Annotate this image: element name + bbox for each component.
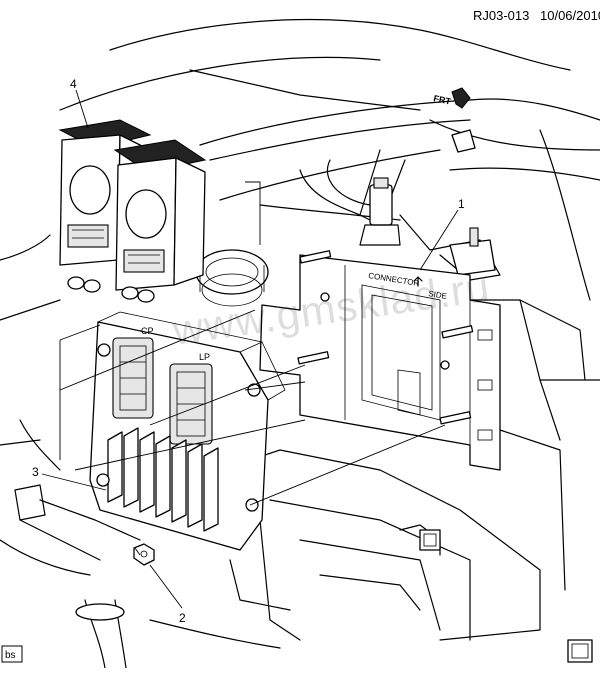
callout-3: 3	[32, 465, 107, 491]
arrow-up-icon	[413, 276, 423, 287]
callout-4-label: 4	[70, 77, 77, 91]
ecm-label-lp: LP	[199, 352, 210, 362]
assembly-guide-lines	[59, 181, 446, 556]
callout-2-label: 2	[179, 611, 186, 625]
footer-badge-label: bs	[5, 650, 16, 661]
footer-badge: bs	[1, 645, 23, 663]
mounting-nut	[133, 543, 155, 566]
front-direction-arrow: FRT	[433, 87, 471, 109]
diagram-id: RJ03-013	[473, 8, 529, 23]
bracket-text-side: SIDE	[428, 289, 448, 301]
callout-4: 4	[70, 77, 89, 129]
arrow-right-icon	[451, 87, 471, 109]
callout-1: 1	[419, 197, 465, 271]
engine-bay-background	[0, 19, 600, 669]
callout-3-label: 3	[32, 465, 39, 479]
ecm-label-cp: CP	[141, 326, 154, 336]
engine-control-module: CP LP	[89, 311, 286, 551]
front-label: FRT	[433, 93, 453, 107]
diagram-date: 10/06/2010	[540, 8, 600, 23]
ecm-heatsink-fins	[107, 427, 219, 532]
ecm-mounting-bracket: CONNECTOR SIDE	[259, 250, 501, 471]
bracket-studs	[297, 250, 474, 425]
callout-1-label: 1	[458, 197, 465, 211]
ecm-harness-connectors	[58, 119, 207, 303]
callout-2: 2	[149, 564, 186, 625]
